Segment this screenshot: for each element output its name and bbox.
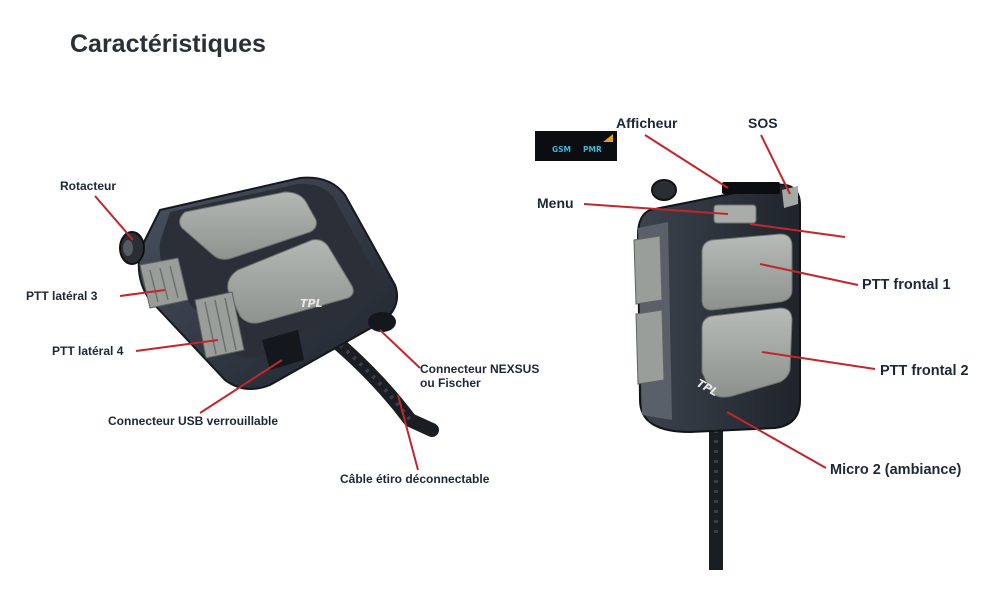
- right-display-window: [722, 182, 780, 194]
- label-menu: Menu: [537, 195, 574, 211]
- leader-mic-2: [726, 411, 827, 469]
- leader-ptt-front-1: [759, 263, 859, 286]
- leader-ptt-side-3: [119, 289, 166, 297]
- leader-rotator: [94, 195, 134, 241]
- label-cable: Câble étiro déconnectable: [340, 472, 490, 486]
- leader-sos: [760, 134, 791, 195]
- leader-nexsus: [379, 329, 421, 369]
- label-nexsus-connector: Connecteur NEXSUS ou Fischer: [420, 362, 540, 391]
- right-sos-button: [782, 186, 798, 208]
- left-ptt-front-top: [179, 191, 317, 260]
- left-brand-logo: TPL: [300, 297, 323, 310]
- leader-cable: [397, 394, 419, 471]
- label-ptt-side-3: PTT latéral 3: [26, 289, 98, 303]
- label-nexsus-line-2: ou Fischer: [420, 375, 481, 390]
- right-ptt-front-2-button: [701, 307, 793, 398]
- leader-menu: [583, 203, 729, 215]
- label-rotator: Rotacteur: [60, 179, 117, 193]
- label-ptt-front-1: PTT frontal 1: [862, 277, 951, 293]
- right-side-button-lower: [635, 309, 665, 385]
- label-mic-2: Micro 2 (ambiance): [830, 462, 962, 478]
- label-display: Afficheur: [616, 115, 678, 131]
- leader-ptt-front-2: [761, 351, 876, 370]
- leader-usb: [199, 359, 283, 414]
- left-nexsus-port: [368, 312, 396, 332]
- label-sos: SOS: [748, 115, 778, 131]
- right-rotator-knob: [651, 179, 677, 201]
- signal-bars-icon: [603, 134, 613, 142]
- leader-display: [644, 134, 729, 189]
- right-ptt-front-1-button: [701, 233, 793, 311]
- display-mode-gsm: GSM: [552, 145, 572, 154]
- display-mode-pmr: PMR: [583, 145, 602, 154]
- label-ptt-front-2: PTT frontal 2: [880, 363, 969, 379]
- left-ptt-front-bottom: [227, 239, 354, 324]
- page-title: Caractéristiques: [70, 30, 266, 58]
- leader-sos-extension: [749, 223, 846, 238]
- right-side-button-upper: [633, 235, 663, 305]
- label-usb-connector: Connecteur USB verrouillable: [108, 414, 279, 428]
- label-nexsus-line-1: Connecteur NEXSUS: [420, 362, 540, 376]
- leader-ptt-side-4: [135, 339, 219, 352]
- label-ptt-side-4: PTT latéral 4: [52, 344, 124, 358]
- display-screen-inset: GSM PMR: [535, 131, 617, 161]
- left-usb-port: [262, 330, 304, 370]
